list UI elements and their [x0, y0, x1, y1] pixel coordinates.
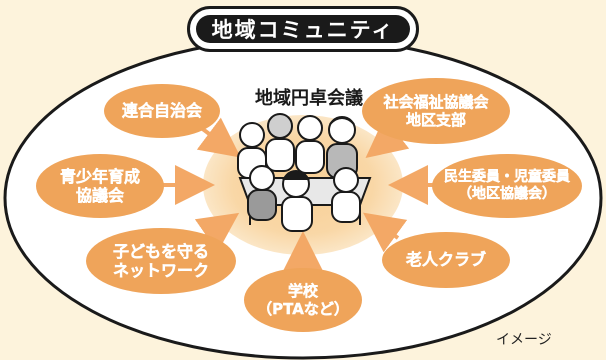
diagram-title: 地域コミュニティ [196, 15, 410, 43]
person-front-right [331, 167, 361, 223]
bubble-label-line2: ネットワーク [112, 261, 209, 280]
bubble-minsei-iin: 民生委員・児童委員 （地区協議会） [432, 154, 582, 218]
bubble-label: 社会福祉協議会 [383, 93, 489, 111]
bubble-gakko: 学校 （PTAなど） [244, 268, 362, 332]
bubble-label: 学校 [287, 282, 318, 300]
round-table-illustration [237, 113, 372, 232]
bubble-label-line2: （地区協議会） [458, 186, 556, 202]
center-label: 地域円卓会議 [255, 88, 363, 109]
bubble-rojin-club: 老人クラブ [382, 232, 510, 288]
bubble-label-line2: 協議会 [75, 186, 124, 205]
bubble-label-line2: （PTAなど） [257, 300, 349, 318]
bubble-label: 青少年育成 [59, 166, 140, 186]
title-tab: 地域コミュニティ [187, 6, 419, 52]
bubble-label: 民生委員・児童委員 [444, 169, 570, 186]
bubble-label-line2: 地区支部 [405, 111, 466, 129]
bubble-shakai-fukushi: 社会福祉協議会 地区支部 [362, 78, 510, 144]
bubble-kodomo-network: 子どもを守る ネットワーク [86, 228, 236, 294]
person-back-center [265, 113, 295, 172]
bubble-seishonen: 青少年育成 協議会 [36, 154, 164, 218]
image-caption: イメージ [496, 332, 552, 348]
bubble-label: 子どもを守る [112, 241, 209, 261]
bubble-label: 連合自治会 [121, 101, 202, 121]
arrow-rojin [363, 212, 408, 253]
person-front-left [247, 165, 277, 221]
bubble-label: 老人クラブ [405, 250, 486, 270]
bubble-rengo-jichikai: 連合自治会 [104, 84, 220, 138]
person-back-right1 [295, 115, 325, 174]
person-front-center [281, 170, 313, 232]
